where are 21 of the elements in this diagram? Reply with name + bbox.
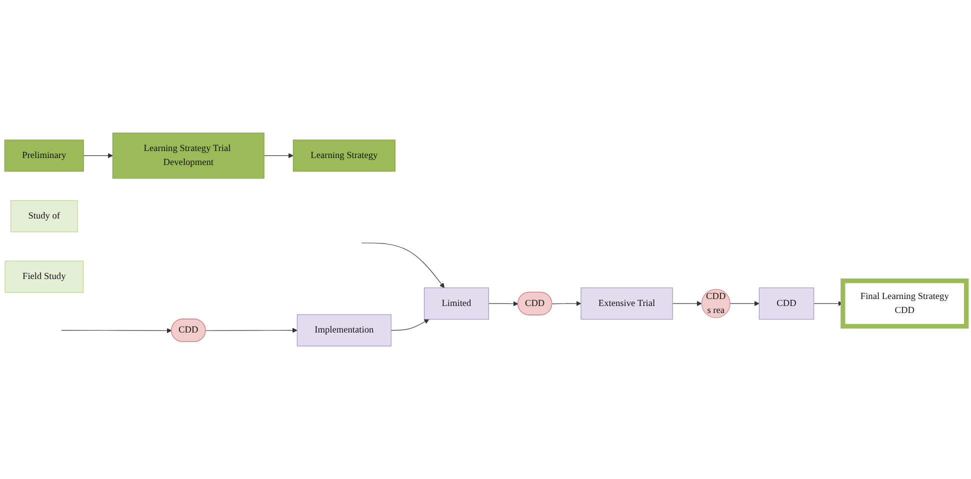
node-box: Preliminary <box>4 140 84 172</box>
node-box: Final Learning Strategy CDD <box>840 278 969 329</box>
arrow <box>61 328 172 334</box>
node-box: Learning Strategy Trial Development <box>112 132 264 179</box>
arrow <box>488 301 518 306</box>
node-box: CDD <box>758 288 814 320</box>
arrow <box>361 242 445 288</box>
arrow <box>552 300 582 306</box>
arrow <box>264 153 294 158</box>
node-box: Implementation <box>296 314 392 346</box>
arrow <box>83 153 113 158</box>
node-box: Limited <box>424 288 489 320</box>
node-box: Study of <box>10 200 78 232</box>
arrow <box>205 328 298 333</box>
node-circle: CDD s rea <box>701 289 730 318</box>
arrow <box>672 300 702 306</box>
arrow <box>390 319 430 331</box>
node-box: Learning Strategy <box>292 140 396 172</box>
node-box: Field Study <box>4 260 84 293</box>
node-box: Extensive Trial <box>580 288 673 320</box>
arrow <box>730 300 760 306</box>
